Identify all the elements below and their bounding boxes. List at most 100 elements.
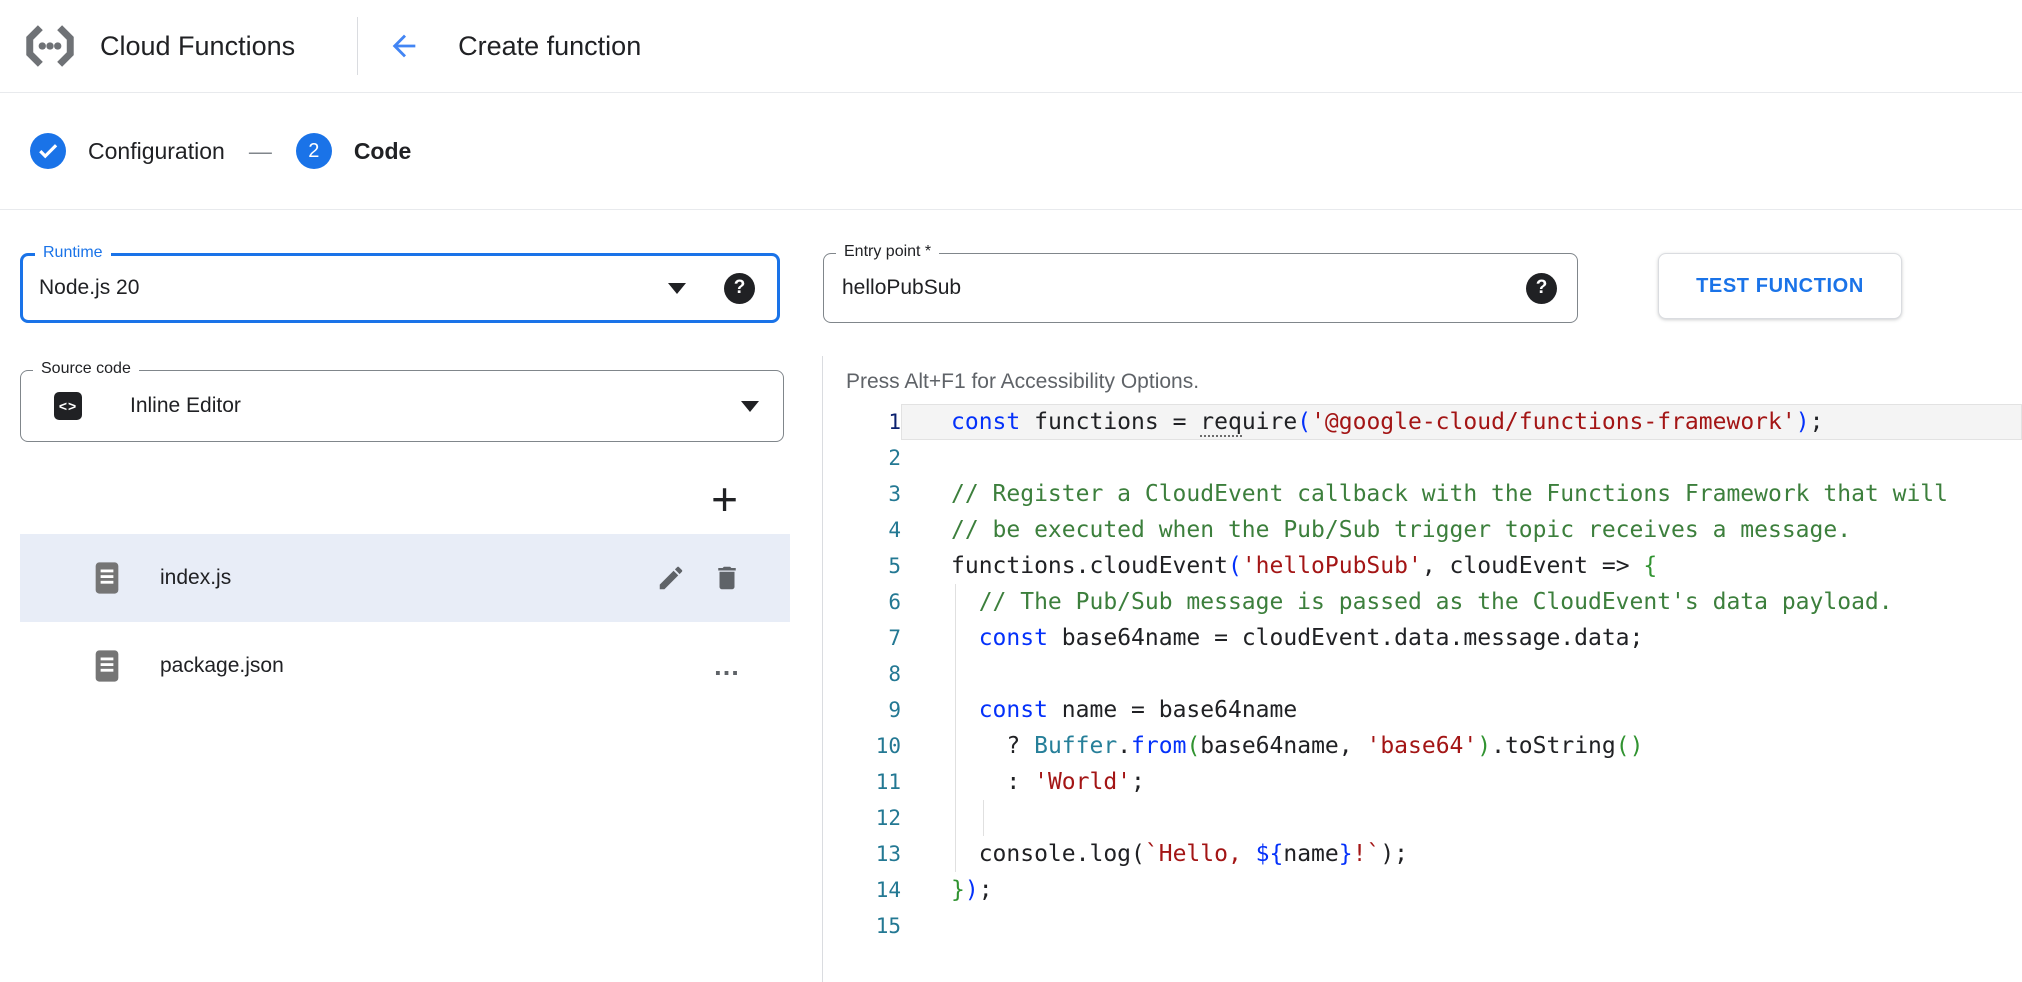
code-line-content[interactable]: const functions = require('@google-cloud… [901, 404, 2022, 440]
file-row-index-js[interactable]: index.js [20, 534, 790, 622]
code-line-content[interactable]: // be executed when the Pub/Sub trigger … [951, 517, 1852, 543]
code-line-content[interactable]: console.log(`Hello, ${name}!`); [901, 836, 2022, 872]
code-line-content[interactable] [901, 440, 2022, 476]
code-line-content[interactable]: : 'World'; [901, 764, 2022, 800]
line-number: 1 [888, 410, 901, 434]
source-code-label: Source code [33, 359, 139, 379]
entry-point-field[interactable]: Entry point * helloPubSub ? [823, 242, 1578, 323]
code-line[interactable]: 8 [823, 656, 2022, 692]
indent-guide [955, 728, 956, 764]
line-number: 10 [875, 734, 901, 758]
line-number: 8 [888, 662, 901, 686]
code-line-content[interactable]: ? Buffer.from(base64name, 'base64').toSt… [901, 728, 2022, 764]
code-line-content[interactable]: functions.cloudEvent('helloPubSub', clou… [951, 553, 1658, 579]
code-line-content[interactable]: const base64name = cloudEvent.data.messa… [901, 620, 2022, 656]
line-number: 13 [875, 842, 901, 866]
entry-point-value[interactable]: helloPubSub [842, 276, 962, 299]
line-number: 6 [888, 590, 901, 614]
back-button[interactable] [384, 26, 424, 66]
file-icon [95, 562, 119, 594]
indent-guide [982, 800, 984, 836]
entry-point-label: Entry point * [836, 242, 940, 262]
step1-label[interactable]: Configuration [88, 137, 225, 164]
runtime-help-icon[interactable]: ? [724, 272, 755, 304]
code-line[interactable]: 5 functions.cloudEvent('helloPubSub', clo… [823, 548, 2022, 584]
code-line[interactable]: 7 const base64name = cloudEvent.data.mes… [823, 620, 2022, 656]
indent-guide [955, 692, 956, 728]
line-number: 11 [875, 770, 901, 794]
arrow-back-icon [392, 34, 416, 58]
left-panel: Runtime Node.js 20 ? Source code <> Inli… [0, 210, 822, 982]
entry-point-row: Entry point * helloPubSub ? TEST FUNCTIO… [822, 242, 2022, 323]
code-line-content[interactable]: }); [951, 877, 993, 903]
file-name: package.json [160, 654, 284, 677]
code-line-content[interactable] [901, 908, 2022, 944]
chevron-down-icon[interactable] [741, 400, 759, 412]
accessibility-hint: Press Alt+F1 for Accessibility Options. [846, 370, 1200, 393]
line-number: 4 [888, 518, 901, 542]
entry-point-help-icon[interactable]: ? [1526, 272, 1557, 304]
code-line[interactable]: 2 [823, 440, 2022, 476]
line-number: 14 [875, 878, 901, 902]
app-header: Cloud Functions Create function [0, 0, 2022, 93]
code-line-content[interactable] [901, 800, 2022, 836]
file-more-actions-button[interactable]: … [713, 651, 742, 681]
delete-file-button[interactable] [712, 563, 742, 593]
line-number: 9 [888, 698, 901, 722]
code-line[interactable]: 4 // be executed when the Pub/Sub trigger… [823, 512, 2022, 548]
code-line-content[interactable]: // The Pub/Sub message is passed as the … [901, 584, 2022, 620]
source-code-select[interactable]: Source code <> Inline Editor [20, 359, 784, 442]
edit-file-button[interactable] [656, 563, 686, 593]
code-line[interactable]: 3 // Register a CloudEvent callback with … [823, 476, 2022, 512]
code-line[interactable]: 13 console.log(`Hello, ${name}!`); [823, 836, 2022, 872]
file-icon [95, 650, 119, 682]
code-line-content[interactable]: // Register a CloudEvent callback with t… [951, 481, 1948, 507]
indent-guide [955, 800, 956, 836]
code-line[interactable]: 10 ? Buffer.from(base64name, 'base64').t… [823, 728, 2022, 764]
file-list: + index.js [20, 464, 790, 710]
code-brackets-icon: <> [54, 392, 82, 420]
step2-number-badge[interactable]: 2 [295, 133, 332, 169]
line-number: 2 [888, 446, 901, 470]
file-row-package-json[interactable]: package.json … [20, 622, 790, 710]
indent-guide [955, 656, 956, 692]
step1-check-icon[interactable] [30, 133, 66, 169]
code-line[interactable]: 11 : 'World'; [823, 764, 2022, 800]
code-line[interactable]: 6 // The Pub/Sub message is passed as th… [823, 584, 2022, 620]
line-number: 7 [888, 626, 901, 650]
stepper: Configuration — 2 Code [0, 93, 2022, 210]
file-name: index.js [160, 566, 232, 589]
line-number: 5 [888, 554, 901, 578]
cloud-functions-logo-icon [22, 21, 78, 71]
code-line[interactable]: 14}); [823, 872, 2022, 908]
indent-guide [955, 620, 956, 656]
code-line[interactable]: 9 const name = base64name [823, 692, 2022, 728]
header-divider [357, 17, 359, 75]
code-line[interactable]: 12 [823, 800, 2022, 836]
line-number: 3 [888, 482, 901, 506]
code-editor[interactable]: Press Alt+F1 for Accessibility Options. … [822, 356, 2022, 982]
step2-label: Code [353, 137, 412, 164]
code-line-content[interactable]: const name = base64name [901, 692, 2022, 728]
chevron-down-icon[interactable] [668, 282, 686, 294]
source-code-value: Inline Editor [130, 394, 241, 417]
code-line-content[interactable] [901, 656, 2022, 692]
indent-guide [955, 836, 956, 872]
add-file-button[interactable]: + [711, 473, 738, 525]
line-number: 12 [875, 806, 901, 830]
line-number: 15 [875, 914, 901, 938]
test-function-button[interactable]: TEST FUNCTION [1658, 253, 1902, 319]
runtime-label: Runtime [35, 243, 111, 263]
indent-guide [955, 584, 956, 620]
runtime-select[interactable]: Runtime Node.js 20 ? [20, 243, 780, 323]
page-title: Create function [458, 30, 642, 61]
indent-guide [955, 764, 956, 800]
runtime-value: Node.js 20 [39, 276, 140, 299]
code-line[interactable]: 15 [823, 908, 2022, 944]
trash-icon [718, 566, 736, 590]
app-title: Cloud Functions [100, 30, 296, 61]
step-separator: — [248, 137, 272, 164]
main-content: Runtime Node.js 20 ? Source code <> Inli… [0, 210, 2022, 982]
